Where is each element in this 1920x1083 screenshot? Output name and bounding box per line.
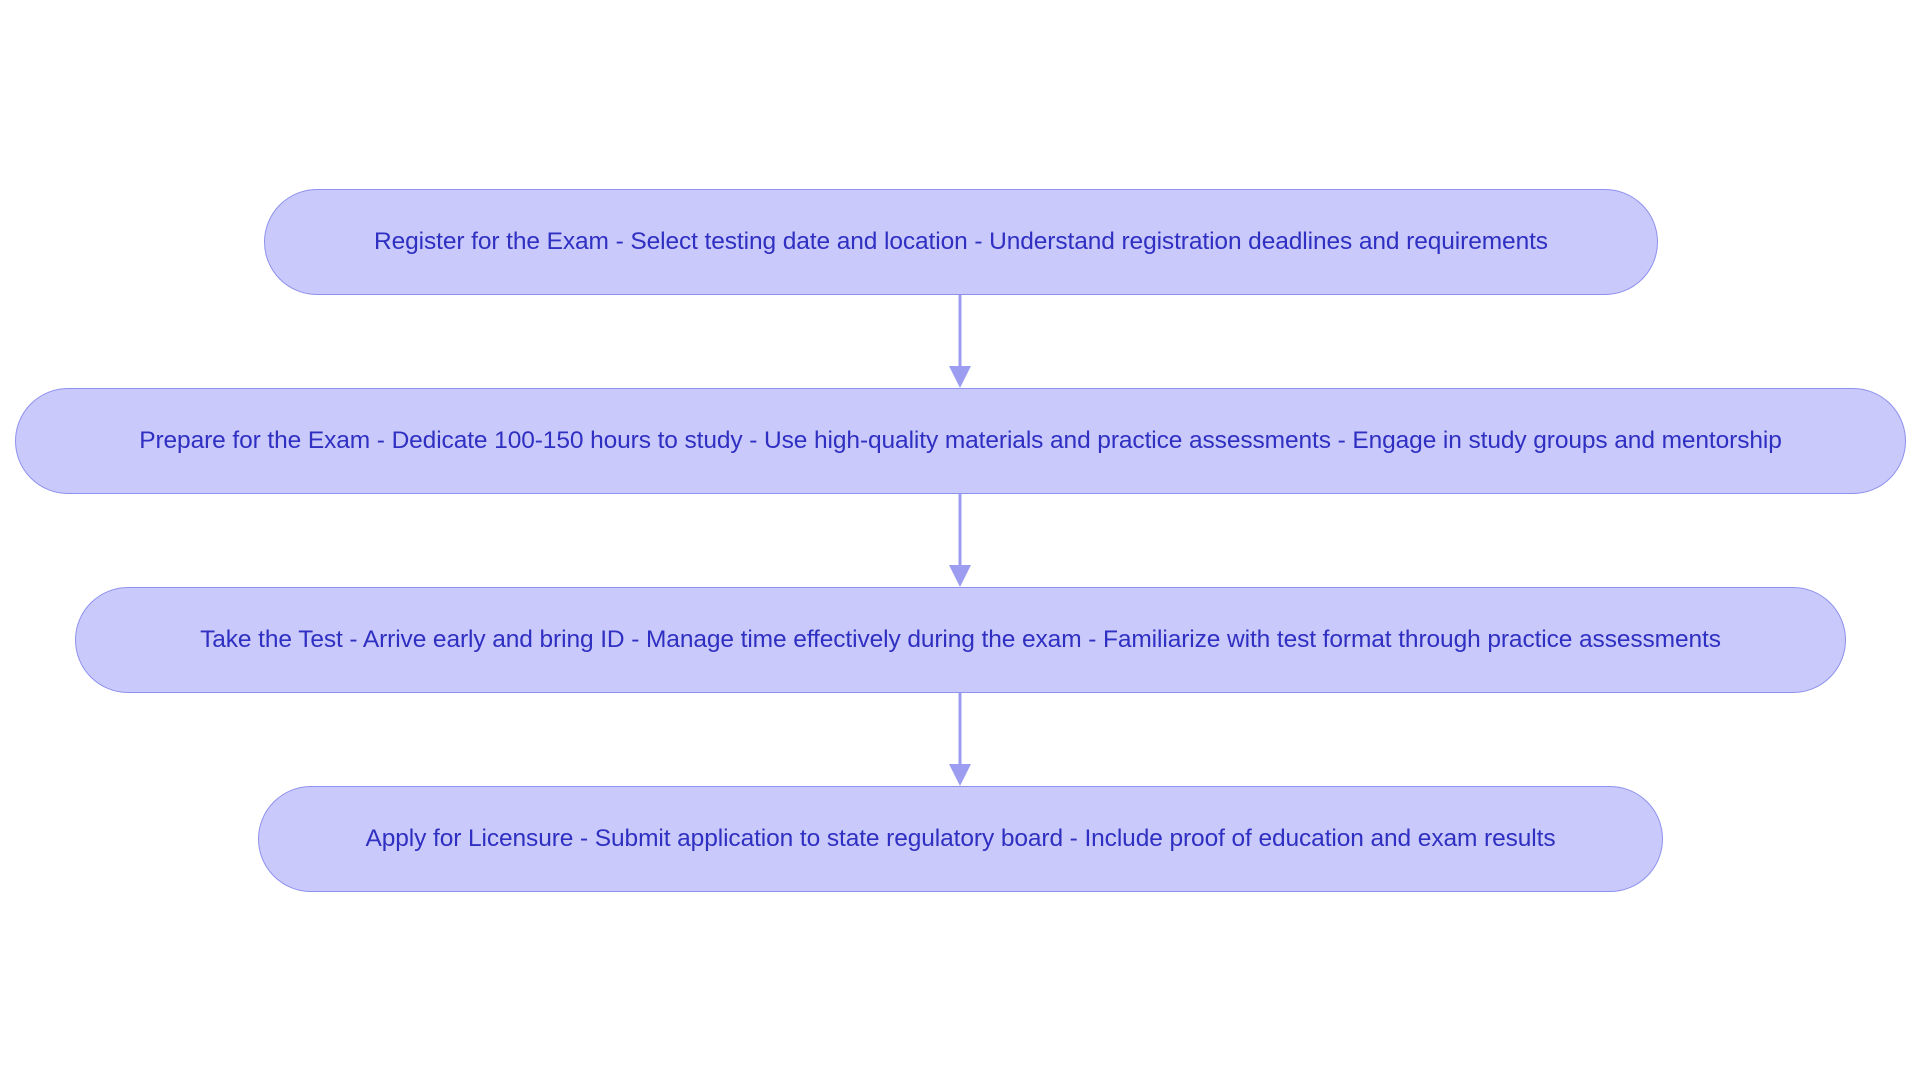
node-apply-for-licensure: Apply for Licensure - Submit application… xyxy=(258,786,1663,892)
node-take-the-test: Take the Test - Arrive early and bring I… xyxy=(75,587,1846,693)
arrowhead-icon xyxy=(949,366,971,388)
edge-register-to-prepare xyxy=(949,295,971,388)
node-label: Take the Test - Arrive early and bring I… xyxy=(200,626,1721,653)
node-prepare-for-exam: Prepare for the Exam - Dedicate 100-150 … xyxy=(15,388,1906,494)
arrowhead-icon xyxy=(949,764,971,786)
edge-take-test-to-apply xyxy=(949,693,971,786)
arrowhead-icon xyxy=(949,565,971,587)
node-label: Apply for Licensure - Submit application… xyxy=(365,825,1556,852)
node-register-for-exam: Register for the Exam - Select testing d… xyxy=(264,189,1658,295)
edge-prepare-to-take-test xyxy=(949,494,971,587)
node-label: Register for the Exam - Select testing d… xyxy=(374,228,1548,255)
node-label: Prepare for the Exam - Dedicate 100-150 … xyxy=(139,427,1782,454)
